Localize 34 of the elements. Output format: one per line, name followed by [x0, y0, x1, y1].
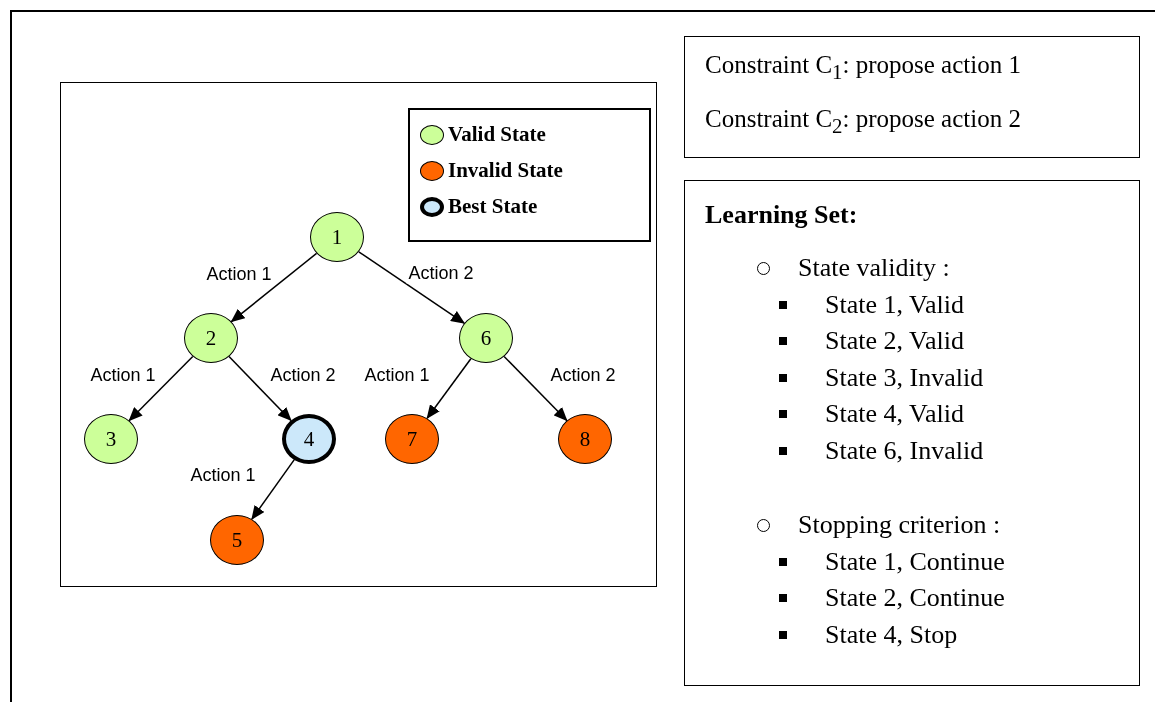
list-item: State validity : — [798, 253, 950, 284]
list-item: State 2, Continue — [825, 583, 1005, 614]
legend-label: Best State — [448, 194, 538, 219]
state-circle: 1 — [310, 212, 364, 262]
legend-label: Valid State — [448, 122, 546, 147]
list-item: State 6, Invalid — [825, 436, 984, 466]
arrow — [251, 459, 295, 520]
list-item: State 1, Valid — [825, 290, 964, 320]
arrow — [358, 251, 466, 324]
text-panel — [684, 36, 1140, 158]
panel-heading: Learning Set: — [705, 199, 859, 231]
state-circle: 7 — [385, 414, 439, 464]
constraint-text: Constraint C$_{2}$: propose action 2 — [705, 104, 1022, 139]
state-circle: 8 — [558, 414, 612, 464]
list-item: State 1, Continue — [825, 547, 1005, 577]
arrow — [426, 357, 472, 420]
list-item: Stopping criterion : — [798, 510, 1001, 541]
state-circle: 6 — [459, 313, 513, 363]
legend-label: Invalid State — [448, 158, 563, 183]
state-circle: 2 — [184, 313, 238, 363]
arrow — [230, 252, 318, 323]
list-item: State 2, Valid — [825, 326, 964, 357]
list-item: State 3, Invalid — [825, 363, 984, 393]
diagram-panel — [60, 82, 657, 587]
state-circle: 3 — [84, 414, 138, 464]
text-panel — [684, 180, 1140, 686]
state-circle: 5 — [210, 515, 264, 565]
state-circle: 4 — [282, 414, 336, 464]
arrow — [228, 355, 292, 422]
list-item: State 4, Valid — [825, 399, 964, 430]
constraint-text: Constraint C$_{1}$: propose action 1 — [705, 51, 1022, 85]
list-item: State 4, Stop — [825, 620, 958, 650]
arrow — [128, 355, 194, 422]
arrow — [503, 355, 568, 422]
